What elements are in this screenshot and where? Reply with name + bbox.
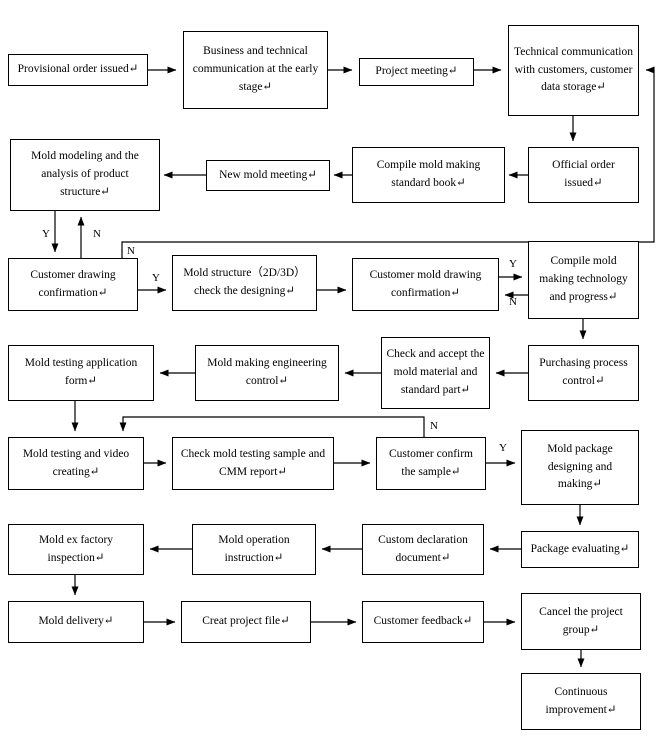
node-label: Custom declaration document↵ — [378, 533, 468, 564]
node-label: Business and technical communication at … — [192, 45, 319, 93]
node-label: Check and accept the mold material and s… — [386, 348, 485, 396]
node-label: Customer drawing confirmation↵ — [30, 268, 116, 299]
node-mold-testing-video-creating[interactable]: Mold testing and video creating↵ — [8, 437, 144, 490]
node-label: Technical communication with customers, … — [514, 45, 633, 94]
node-technical-communication-customers[interactable]: Technical communication with customers, … — [508, 25, 639, 116]
node-label: New mold meeting↵ — [219, 168, 317, 181]
node-label: Official order issued↵ — [552, 159, 615, 189]
node-label: Check mold testing sample and CMM report… — [180, 447, 326, 478]
node-cancel-project-group[interactable]: Cancel the project group↵ — [521, 593, 641, 650]
node-label: Compile mold making standard book↵ — [376, 159, 481, 189]
node-customer-confirm-sample[interactable]: Customer confirm the sample↵ — [376, 437, 486, 490]
node-label: Customer feedback↵ — [373, 615, 473, 628]
edge-label-yes-customer-confirm: Y — [499, 442, 507, 454]
node-mold-making-engineering-control[interactable]: Mold making engineering control↵ — [195, 345, 339, 401]
node-label: Mold package designing and making↵ — [547, 442, 613, 491]
edge-label-no-return-top: N — [127, 245, 135, 257]
node-continuous-improvement[interactable]: Continuous improvement↵ — [521, 673, 641, 730]
edge-n19-n17-no — [119, 416, 425, 437]
edge-label-no-customer-confirm: N — [430, 420, 438, 432]
node-label: Customer mold drawing confirmation↵ — [369, 268, 482, 299]
node-mold-structure-check-designing[interactable]: Mold structure（2D/3D）check the designing… — [172, 255, 317, 311]
node-label: Mold delivery↵ — [38, 615, 114, 628]
node-mold-operation-instruction[interactable]: Mold operation instruction↵ — [192, 524, 316, 575]
node-label: Mold ex factory inspection↵ — [38, 533, 114, 564]
node-label: Creat project file↵ — [202, 615, 290, 628]
node-label: Provisional order issued↵ — [17, 63, 139, 76]
node-label: Mold operation instruction↵ — [218, 533, 290, 564]
node-provisional-order-issued[interactable]: Provisional order issued↵ — [8, 54, 148, 86]
node-compile-mold-making-standard-book[interactable]: Compile mold making standard book↵ — [352, 147, 505, 203]
node-label: Package evaluating↵ — [530, 542, 630, 555]
node-label: Customer confirm the sample↵ — [389, 447, 473, 478]
node-customer-feedback[interactable]: Customer feedback↵ — [362, 601, 484, 643]
node-mold-testing-application-form[interactable]: Mold testing application form↵ — [8, 345, 154, 401]
node-customer-drawing-confirmation[interactable]: Customer drawing confirmation↵ — [8, 258, 138, 311]
node-creat-project-file[interactable]: Creat project file↵ — [181, 601, 311, 643]
node-label: Purchasing process control↵ — [539, 357, 628, 387]
node-new-mold-meeting[interactable]: New mold meeting↵ — [206, 160, 330, 191]
node-check-accept-mold-material[interactable]: Check and accept the mold material and s… — [381, 337, 490, 409]
node-label: Cancel the project group↵ — [539, 605, 623, 636]
node-compile-mold-making-technology[interactable]: Compile mold making technology and progr… — [528, 241, 639, 319]
node-check-mold-testing-sample-cmm[interactable]: Check mold testing sample and CMM report… — [172, 437, 334, 490]
node-label: Mold testing and video creating↵ — [22, 447, 130, 478]
edge-label-yes-mold-structure: Y — [152, 272, 160, 284]
node-mold-modeling-analysis[interactable]: Mold modeling and the analysis of produc… — [10, 139, 160, 211]
node-label: Continuous improvement↵ — [545, 685, 617, 716]
node-label: Mold modeling and the analysis of produc… — [31, 150, 139, 198]
node-mold-delivery[interactable]: Mold delivery↵ — [8, 601, 144, 643]
edge-label-no-mold-modeling: N — [93, 228, 101, 240]
node-purchasing-process-control[interactable]: Purchasing process control↵ — [528, 345, 639, 401]
edge-label-yes-mold-modeling: Y — [42, 228, 50, 240]
edge-label-no-compile-technology: N — [509, 296, 517, 308]
node-label: Mold making engineering control↵ — [207, 357, 327, 387]
node-label: Project meeting↵ — [375, 65, 458, 78]
node-mold-package-designing-making[interactable]: Mold package designing and making↵ — [521, 430, 639, 505]
node-official-order-issued[interactable]: Official order issued↵ — [528, 147, 639, 203]
edge-label-yes-compile-technology: Y — [509, 258, 517, 270]
node-mold-ex-factory-inspection[interactable]: Mold ex factory inspection↵ — [8, 524, 144, 575]
node-package-evaluating[interactable]: Package evaluating↵ — [521, 531, 639, 568]
node-project-meeting[interactable]: Project meeting↵ — [359, 58, 474, 86]
node-custom-declaration-document[interactable]: Custom declaration document↵ — [362, 524, 484, 575]
node-label: Mold structure（2D/3D）check the designing… — [183, 267, 306, 297]
node-customer-mold-drawing-confirmation[interactable]: Customer mold drawing confirmation↵ — [352, 258, 499, 311]
node-label: Compile mold making technology and progr… — [539, 255, 628, 303]
node-business-technical-communication[interactable]: Business and technical communication at … — [183, 31, 328, 109]
node-label: Mold testing application form↵ — [24, 357, 138, 387]
